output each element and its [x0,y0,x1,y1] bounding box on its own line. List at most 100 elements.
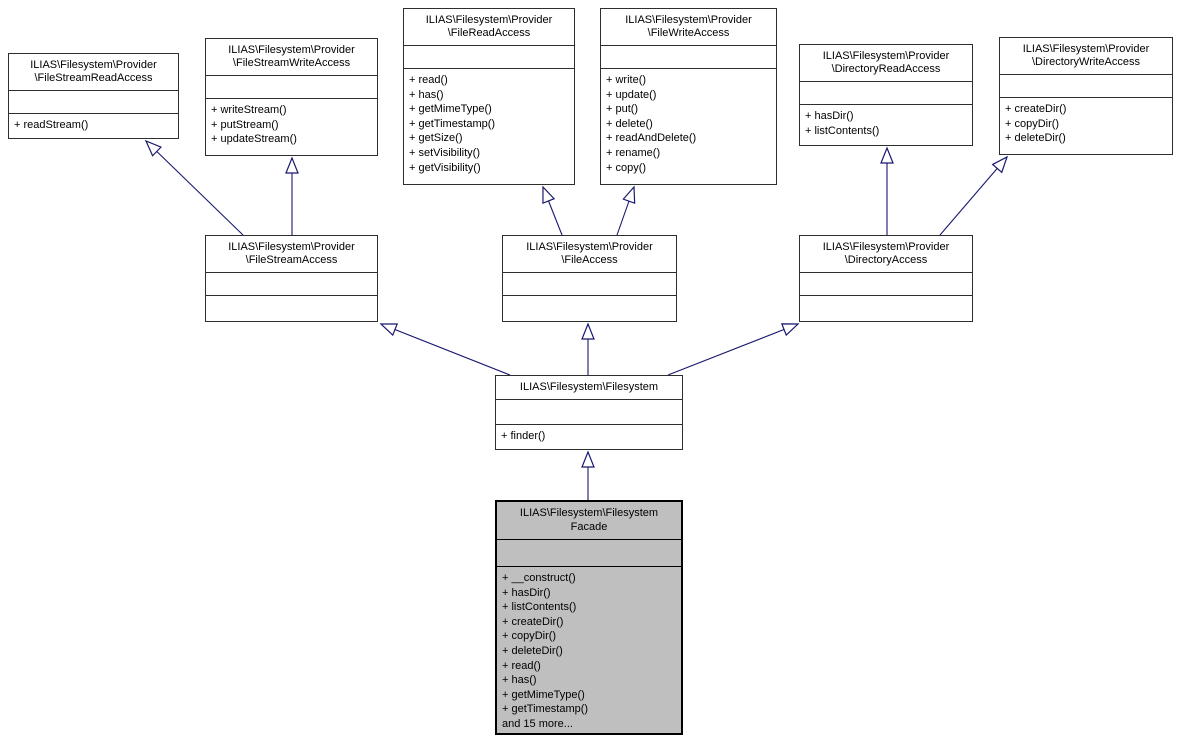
class-attributes [496,400,682,425]
class-title: ILIAS\Filesystem\Filesystem [496,376,682,400]
class-title-line: ILIAS\Filesystem\Provider [822,240,950,253]
class-title-line: \DirectoryAccess [844,254,928,266]
class-attributes [800,82,972,105]
class-title: ILIAS\Filesystem\Provider\FileStreamWrit… [206,39,377,76]
class-methods: + read() + has() + getMimeType()+ getTimes… [404,69,574,184]
edge-fileaccess-to-filereadaccess [542,185,563,236]
class-title-line: \FileStreamAccess [245,254,338,266]
class-title: ILIAS\Filesystem\Provider\DirectoryReadA… [800,45,972,82]
method-line: + setVisibility() [409,146,481,159]
class-title-line: \FileAccess [561,254,618,266]
method-line: + put() [606,103,639,116]
method-line: + readStream() [14,119,89,131]
class-attributes [601,46,776,69]
edge-filesystem-to-directoryaccess [667,323,800,376]
class-title-line: ILIAS\Filesystem\Provider [425,13,553,26]
class-methods [800,296,972,321]
class-file-stream-write-access[interactable]: ILIAS\Filesystem\Provider\FileStreamWrit… [205,38,378,156]
method-line: + write() [606,74,647,86]
method-line: + getMimeType() [502,688,585,701]
class-methods: + __construct()+ hasDir()+ listContents(… [497,567,681,733]
class-methods: + hasDir() + listContents() [800,105,972,145]
method-line: + rename() [606,146,661,159]
class-title-line: ILIAS\Filesystem\Filesystem [519,380,659,393]
method-line: + getVisibility() [409,161,481,174]
method-line: + createDir() [502,615,564,628]
class-title-line: ILIAS\Filesystem\Provider [526,240,653,253]
class-title: ILIAS\Filesystem\Provider\FileAccess [503,236,676,273]
class-title-line: \FileStreamWriteAccess [232,57,351,69]
method-line: + hasDir() [805,110,854,122]
class-title: ILIAS\Filesystem\Provider\FileStreamRead… [9,54,178,91]
method-line: + getTimestamp() [409,117,496,130]
class-directory-read-access[interactable]: ILIAS\Filesystem\Provider\DirectoryReadA… [799,44,973,146]
class-methods: + createDir()+ copyDir()+ deleteDir() [1000,98,1172,154]
method-line: + hasDir() [502,586,551,599]
method-line: + delete() [606,117,653,130]
class-title: ILIAS\Filesystem\Provider\FileStreamAcce… [206,236,377,273]
method-line: + read() [409,74,448,86]
class-file-stream-read-access[interactable]: ILIAS\Filesystem\Provider\FileStreamRead… [8,53,179,139]
class-attributes [800,273,972,296]
class-title-line: \FileReadAccess [447,27,531,39]
method-line: + copy() [606,161,647,174]
edge-directoryaccess-to-directorywriteaccess [939,155,1009,236]
edge-filesystem-to-filestreamaccess [379,323,511,376]
class-title: ILIAS\Filesystem\Provider\FileReadAccess [404,9,574,46]
class-title-line: ILIAS\Filesystem\Filesystem [519,507,659,519]
class-title-line: ILIAS\Filesystem\Provider [822,49,950,62]
method-line: and 15 more... [502,717,573,730]
method-line: + copyDir() [1005,117,1060,130]
class-attributes [497,540,681,567]
class-file-access[interactable]: ILIAS\Filesystem\Provider\FileAccess [502,235,677,322]
method-line: + getTimestamp() [502,703,589,716]
class-attributes [1000,75,1172,98]
method-line: + finder() [501,430,546,442]
class-attributes [206,273,377,296]
class-attributes [503,273,676,296]
edge-fileaccess-to-filewriteaccess [616,185,636,236]
class-directory-access[interactable]: ILIAS\Filesystem\Provider\DirectoryAcces… [799,235,973,322]
class-title: ILIAS\Filesystem\Provider\DirectoryAcces… [800,236,972,273]
class-title-line: ILIAS\Filesystem\Provider [228,43,355,56]
class-title-line: ILIAS\Filesystem\Provider [30,58,157,71]
class-attributes [206,76,377,99]
method-line: + copyDir() [502,630,557,643]
class-methods [206,296,377,321]
method-line: + update() [606,88,657,101]
method-line: + updateStream() [211,133,297,146]
method-line: + readAndDelete() [606,132,697,145]
class-file-stream-access[interactable]: ILIAS\Filesystem\Provider\FileStreamAcce… [205,235,378,322]
method-line: + deleteDir() [502,644,563,657]
class-file-write-access[interactable]: ILIAS\Filesystem\Provider\FileWriteAcces… [600,8,777,185]
method-line: + has() [502,674,537,687]
class-title: ILIAS\Filesystem\Provider\DirectoryWrite… [1000,38,1172,75]
class-directory-write-access[interactable]: ILIAS\Filesystem\Provider\DirectoryWrite… [999,37,1173,155]
class-methods: + finder() [496,425,682,449]
class-attributes [9,91,178,114]
method-line: + has() [409,88,444,101]
class-title: ILIAS\Filesystem\Provider\FileWriteAcces… [601,9,776,46]
class-title-line: ILIAS\Filesystem\Provider [1022,42,1150,55]
method-line: + getSize() [409,132,463,145]
class-methods: + write() + update() + put()+ delete() + re… [601,69,776,184]
method-line: + getMimeType() [409,103,492,116]
class-title-line: \DirectoryWriteAccess [1032,56,1140,68]
class-title-line: \DirectoryReadAccess [831,63,941,75]
method-line: + listContents() [805,124,880,137]
class-filesystem[interactable]: ILIAS\Filesystem\Filesystem + finder() [495,375,683,450]
method-line: + writeStream() [211,104,287,116]
class-title-line: Facade [570,520,608,533]
method-line: + listContents() [502,601,577,614]
class-methods: + readStream() [9,114,178,138]
class-methods: + writeStream()+ putStream()+ updateStre… [206,99,377,155]
method-line: + deleteDir() [1005,132,1066,145]
class-title-line: ILIAS\Filesystem\Provider [228,240,355,253]
class-methods [503,296,676,321]
method-line: + read() [502,659,541,672]
class-title-line: ILIAS\Filesystem\Provider [625,13,752,26]
class-file-read-access[interactable]: ILIAS\Filesystem\Provider\FileReadAccess… [403,8,575,185]
